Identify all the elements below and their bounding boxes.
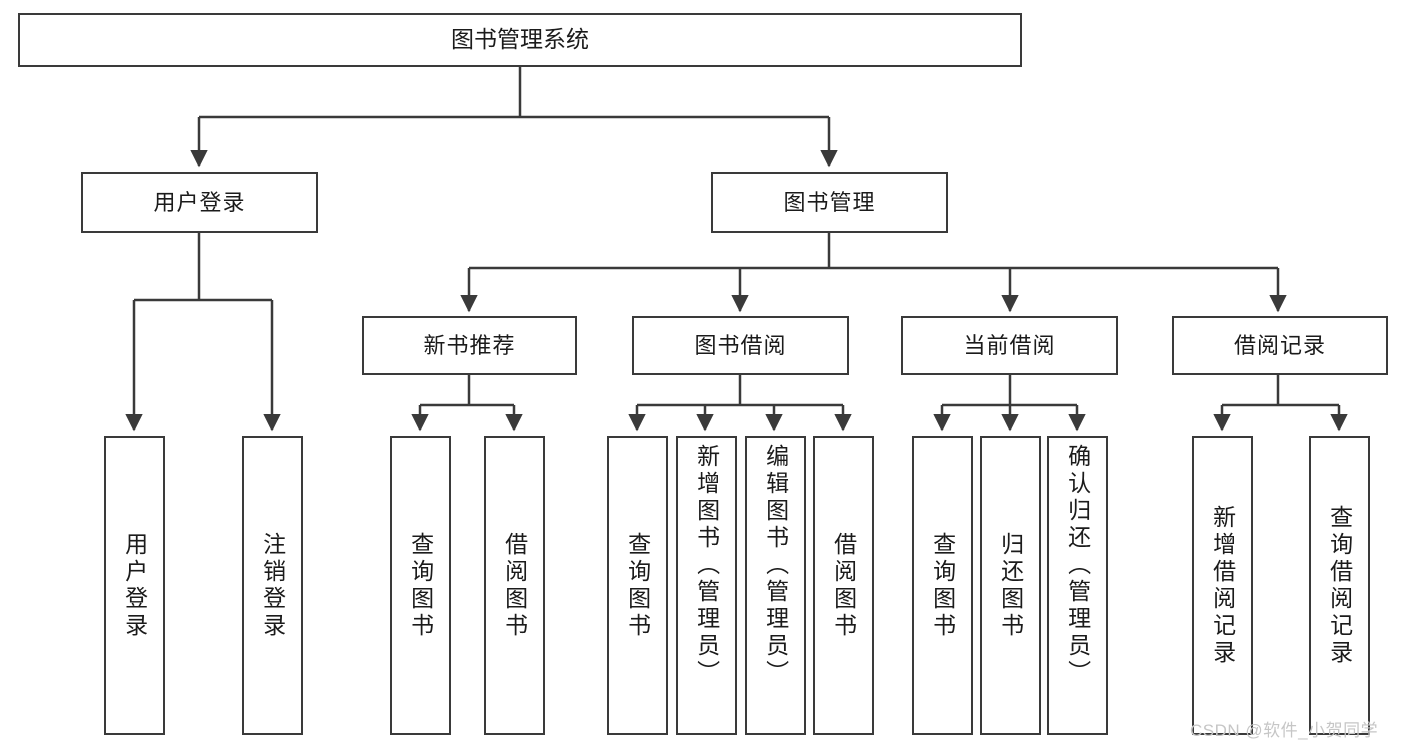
leaf-current-return-book[interactable]: 归还图书	[980, 436, 1041, 735]
node-label: 查询图书	[407, 531, 434, 640]
node-label: 查询图书	[624, 531, 651, 640]
node-label: 图书借阅	[694, 332, 787, 358]
node-label: 确认归还（管理员）	[1064, 444, 1091, 687]
leaf-user-login[interactable]: 用户登录	[104, 436, 165, 735]
node-label: 查询图书	[929, 531, 956, 640]
leaf-borrow-lend-book[interactable]: 借阅图书	[813, 436, 874, 735]
node-label: 图书管理系统	[451, 26, 589, 53]
node-book-borrow[interactable]: 图书借阅	[632, 316, 849, 375]
node-root-book-management-system[interactable]: 图书管理系统	[18, 13, 1022, 67]
leaf-record-add-record[interactable]: 新增借阅记录	[1192, 436, 1253, 735]
leaf-borrow-add-book-admin[interactable]: 新增图书（管理员）	[676, 436, 737, 735]
csdn-watermark: CSDN @软件_小贺同学	[1190, 721, 1379, 740]
node-label: 图书管理	[783, 189, 876, 215]
node-label: 新增借阅记录	[1209, 504, 1236, 667]
node-user-login[interactable]: 用户登录	[81, 172, 318, 233]
node-label: 借阅记录	[1233, 332, 1326, 358]
node-borrow-record[interactable]: 借阅记录	[1172, 316, 1388, 375]
node-label: 用户登录	[153, 189, 246, 215]
leaf-current-query-book[interactable]: 查询图书	[912, 436, 973, 735]
node-label: 借阅图书	[501, 531, 528, 640]
leaf-current-confirm-return-admin[interactable]: 确认归还（管理员）	[1047, 436, 1108, 735]
node-label: 新增图书（管理员）	[693, 444, 720, 687]
leaf-user-logout[interactable]: 注销登录	[242, 436, 303, 735]
node-label: 用户登录	[121, 531, 148, 640]
node-label: 新书推荐	[423, 332, 516, 358]
leaf-record-query-record[interactable]: 查询借阅记录	[1309, 436, 1370, 735]
node-new-book-recommend[interactable]: 新书推荐	[362, 316, 577, 375]
node-label: 查询借阅记录	[1326, 504, 1353, 667]
node-book-management[interactable]: 图书管理	[711, 172, 948, 233]
node-label: 注销登录	[259, 531, 286, 640]
leaf-borrow-query-book[interactable]: 查询图书	[607, 436, 668, 735]
node-label: 编辑图书（管理员）	[762, 444, 789, 687]
leaf-borrow-edit-book-admin[interactable]: 编辑图书（管理员）	[745, 436, 806, 735]
node-label: 当前借阅	[963, 332, 1056, 358]
node-label: 借阅图书	[830, 531, 857, 640]
leaf-newbook-borrow-book[interactable]: 借阅图书	[484, 436, 545, 735]
node-label: 归还图书	[997, 531, 1024, 640]
leaf-newbook-query-book[interactable]: 查询图书	[390, 436, 451, 735]
node-current-borrow[interactable]: 当前借阅	[901, 316, 1118, 375]
